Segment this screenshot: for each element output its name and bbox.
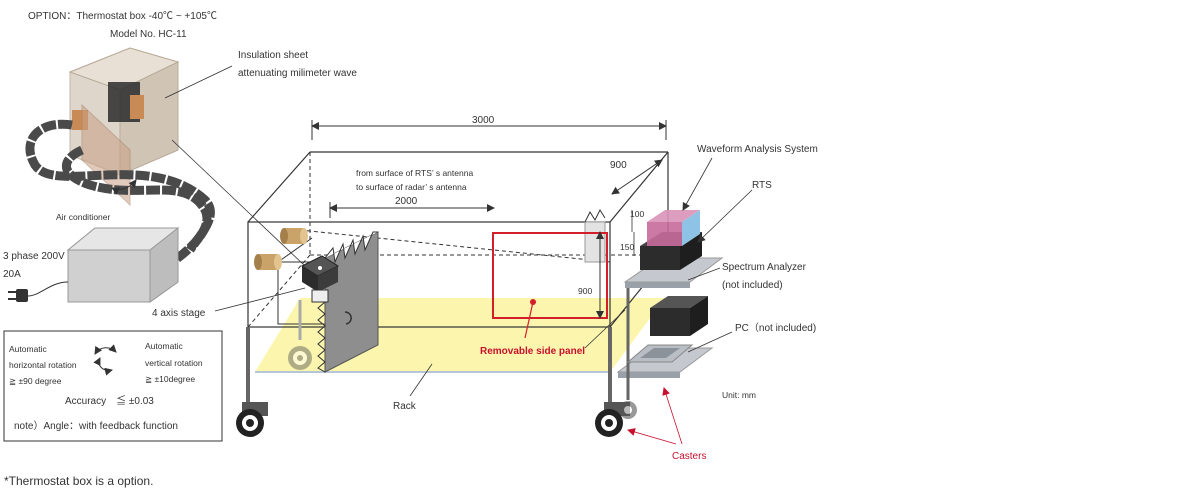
absorber-panel bbox=[317, 231, 379, 373]
v-rot-line-3: ≧ ±10degree bbox=[145, 374, 195, 384]
removable-side-panel bbox=[492, 232, 608, 319]
insulation-label-1: Insulation sheet bbox=[238, 50, 308, 61]
insulation-label-2: attenuating milimeter wave bbox=[238, 68, 357, 79]
air-conditioner-unit bbox=[66, 226, 180, 303]
leader-casters-right bbox=[662, 387, 683, 445]
dim-100-label: 100 bbox=[630, 209, 644, 219]
removable-panel-label: Removable side panel bbox=[480, 346, 585, 357]
leader-rts bbox=[697, 189, 753, 243]
leader-spectrum bbox=[687, 267, 721, 281]
rack-floor bbox=[255, 298, 665, 372]
vertical-rotation-icon bbox=[93, 357, 113, 376]
hose-upper bbox=[25, 119, 215, 253]
dim-2000-label: 2000 bbox=[395, 196, 418, 207]
leader-pc bbox=[687, 331, 733, 353]
stage-label: 4 axis stage bbox=[152, 308, 206, 319]
rack-label: Rack bbox=[393, 401, 417, 412]
caster-back-left bbox=[288, 346, 312, 370]
option-title: OPTION：Thermostat box -40℃ ~ +105℃ bbox=[28, 11, 217, 22]
plug-icon bbox=[8, 289, 28, 302]
model-number: Model No. HC-11 bbox=[110, 29, 187, 40]
rts-block bbox=[647, 210, 700, 246]
leader-thermostat-stage bbox=[171, 139, 306, 267]
h-rot-line-3: ≧ ±90 degree bbox=[9, 376, 62, 386]
h-rot-line-2: horizontal rotation bbox=[9, 360, 77, 370]
power-cord bbox=[27, 281, 69, 297]
dim-900-depth-label: 900 bbox=[610, 160, 627, 171]
spectrum-label-2: (not included) bbox=[722, 280, 783, 291]
spectrum-label-1: Spectrum Analyzer bbox=[722, 262, 807, 273]
cylinder-2 bbox=[254, 254, 282, 270]
dim-3000-label: 3000 bbox=[472, 115, 495, 126]
power-label-1: 3 phase 200V bbox=[3, 251, 65, 262]
dim-900-depth-line bbox=[611, 159, 663, 195]
dim-900-height-label: 900 bbox=[578, 286, 592, 296]
thermostat-box bbox=[68, 47, 180, 207]
air-conditioner-label: Air conditioner bbox=[56, 212, 111, 222]
h-rot-line-1: Automatic bbox=[9, 344, 48, 354]
note-text: note）Angle：with feedback function bbox=[14, 420, 178, 432]
v-rot-line-2: vertical rotation bbox=[145, 358, 203, 368]
caster-front-left bbox=[236, 402, 268, 437]
rts-absorber bbox=[584, 208, 606, 263]
leader-removable-panel bbox=[584, 309, 626, 349]
leader-waveform bbox=[682, 157, 713, 211]
horizontal-rotation-icon bbox=[94, 344, 117, 355]
leader-casters-left bbox=[627, 428, 677, 445]
leader-4axis bbox=[214, 287, 306, 312]
accuracy-text: Accuracy ≦ ±0.03 bbox=[65, 394, 154, 407]
casters-label: Casters bbox=[672, 451, 706, 462]
power-label-2: 20A bbox=[3, 269, 21, 280]
footnote: *Thermostat box is a option. bbox=[4, 474, 154, 488]
waveform-label: Waveform Analysis System bbox=[697, 144, 818, 155]
distance-note-1: from surface of RTS’ s antenna bbox=[356, 168, 473, 178]
distance-note-2: to surface of radar’ s antenna bbox=[356, 182, 467, 192]
rts-label: RTS bbox=[752, 180, 772, 191]
pc-laptop bbox=[626, 296, 708, 363]
pc-label: PC（not included) bbox=[735, 322, 816, 334]
rotation-arrow-icon bbox=[111, 179, 137, 195]
leader-insulation bbox=[164, 65, 233, 99]
caster-back-right bbox=[619, 401, 637, 419]
cylinder-1 bbox=[280, 228, 308, 244]
dim-150-label: 150 bbox=[620, 242, 634, 252]
hose-lower bbox=[61, 145, 212, 274]
v-rot-line-1: Automatic bbox=[145, 341, 184, 351]
unit-label: Unit: mm bbox=[722, 390, 756, 400]
leader-rack bbox=[409, 363, 433, 397]
radar-device bbox=[300, 255, 340, 303]
